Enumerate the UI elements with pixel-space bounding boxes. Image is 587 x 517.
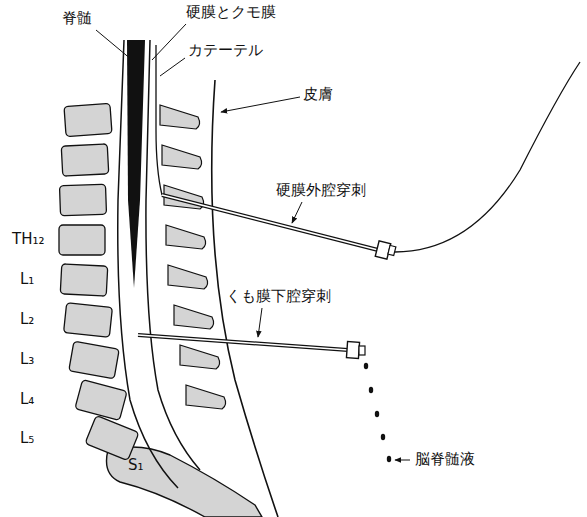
spinous-process (162, 145, 202, 169)
vertebral-body (69, 341, 120, 379)
spinous-process (174, 305, 214, 329)
csf-drops (364, 363, 391, 462)
epidural-needle (162, 195, 378, 250)
catheter (156, 45, 162, 195)
structure-label: 皮膚 (303, 86, 333, 103)
vertebra-label: L₅ (20, 430, 34, 447)
procedure-label: くも膜下腔穿刺 (226, 288, 331, 305)
structure-label: カテーテル (188, 42, 263, 59)
vertebra-label: L₃ (20, 351, 34, 368)
vertebral-bodies (59, 103, 139, 460)
vertebral-body (59, 184, 106, 216)
sacrum (107, 447, 263, 517)
vertebral-body (60, 264, 108, 296)
vertebral-body (64, 103, 112, 136)
vertebra-label: L₂ (20, 311, 34, 328)
vertebra-label: L₄ (20, 391, 34, 408)
structure-label: 硬膜とクモ膜 (186, 4, 276, 21)
needle-lumen (162, 195, 378, 250)
vertebra-label: S₁ (128, 457, 144, 474)
spinous-process (168, 265, 208, 289)
vertebral-body (59, 225, 105, 255)
catheter-external (395, 62, 580, 252)
vertebra-label: TH₁₂ (12, 231, 44, 248)
vertebral-body (61, 144, 109, 176)
needle-hub (388, 245, 396, 255)
vertebral-body (75, 380, 127, 421)
vertebra-label: L₁ (20, 271, 34, 288)
spinous-process (186, 385, 226, 409)
spinous-process (166, 225, 206, 249)
vertebral-body (64, 303, 113, 338)
vertebral-body (85, 415, 139, 460)
structure-label: 脊髄 (62, 10, 92, 27)
spinous-process (180, 345, 220, 369)
fluid-label: 脳脊髄液 (415, 451, 475, 468)
spinal-cord (127, 40, 145, 288)
leader-lines (96, 24, 410, 460)
spinous-processes (160, 105, 226, 409)
spinal-needle (138, 335, 348, 350)
spinous-process (160, 105, 200, 129)
dura-posterior (146, 40, 200, 470)
needle-hub (346, 342, 359, 359)
needle-hub (359, 346, 365, 355)
procedure-label: 硬膜外腔穿刺 (276, 182, 366, 199)
needle-lumen (138, 335, 348, 350)
